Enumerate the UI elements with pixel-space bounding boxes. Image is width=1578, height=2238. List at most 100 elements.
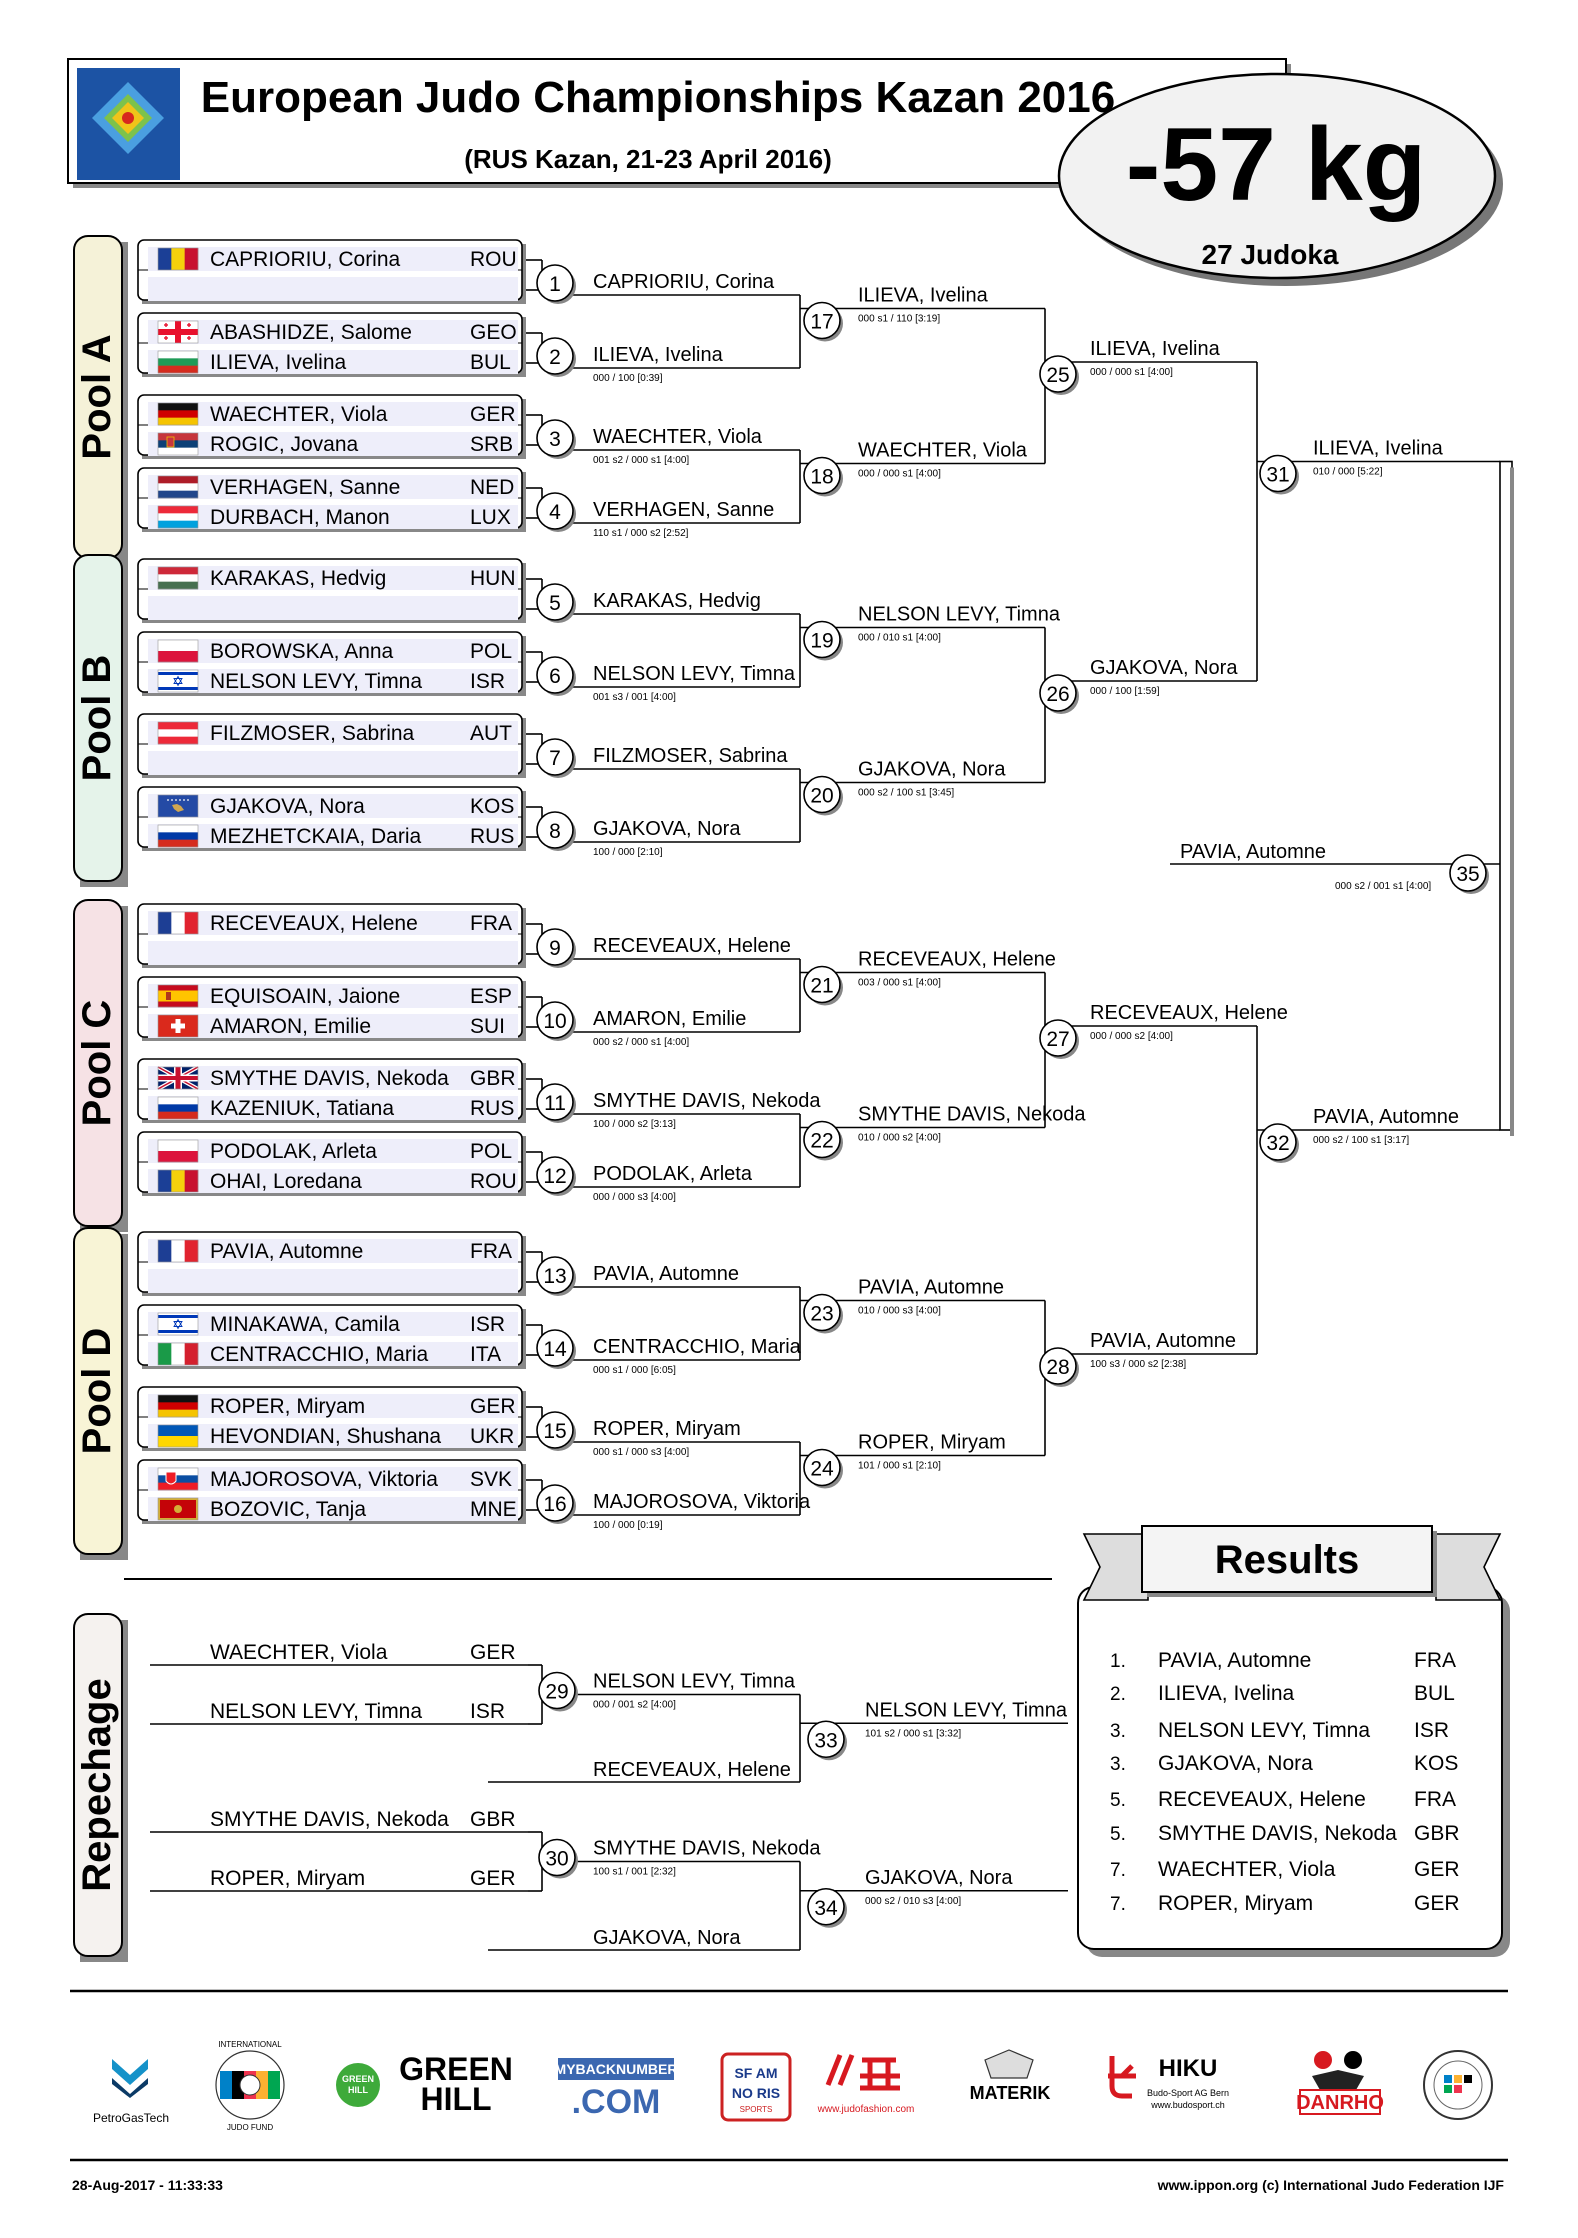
round2-winner: SMYTHE DAVIS, Nekoda: [858, 1104, 1086, 1126]
esp-flag-icon: [157, 984, 199, 1008]
result-country: BUL: [1414, 1682, 1455, 1705]
result-country: GER: [1414, 1892, 1460, 1915]
match-circle: [536, 656, 574, 694]
sponsor-green-hill-2: HILL: [420, 2081, 491, 2117]
match-circle: [1039, 355, 1077, 393]
round2-winner-score: 010 / 000 s2 [4:00]: [858, 1133, 941, 1144]
athlete-row: [148, 1239, 518, 1263]
match-circle: [807, 1887, 845, 1926]
athlete-country: NED: [470, 476, 514, 499]
isr-flag-icon: [157, 669, 199, 693]
footer-date: 28-Aug-2017 - 11:33:33: [72, 2177, 223, 2193]
sponsor-materik: MATERIK: [970, 2083, 1051, 2103]
aut-flag-icon: [157, 721, 199, 745]
result-rank: 5.: [1110, 1824, 1126, 1845]
hun-flag-icon: [157, 566, 199, 590]
isr-flag-icon: [157, 1312, 199, 1336]
athlete-name: ABASHIDZE, Salome: [210, 321, 412, 344]
result-country: FRA: [1414, 1788, 1456, 1811]
ukr-flag-icon: [157, 1424, 199, 1448]
athlete-name: SMYTHE DAVIS, Nekoda: [210, 1067, 449, 1090]
match-number: 15: [543, 1420, 566, 1443]
result-name: NELSON LEVY, Timna: [1158, 1719, 1370, 1742]
ijf-seal-square: [1444, 2075, 1452, 2083]
athlete-row: [148, 721, 518, 745]
sponsor-sfam-3: SPORTS: [740, 2105, 773, 2114]
athlete-name: DURBACH, Manon: [210, 506, 390, 529]
mne-flag-icon: [157, 1497, 199, 1521]
round2-winner: RECEVEAUX, Helene: [858, 949, 1056, 971]
eju-logo-dot: [122, 112, 134, 124]
round1-winner: KARAKAS, Hedvig: [593, 590, 761, 612]
ijf-seal-square: [1444, 2085, 1452, 2093]
round2-winner: NELSON LEVY, Timna: [858, 604, 1061, 626]
athlete-row: [148, 432, 518, 456]
ijf-seal-square: [1464, 2075, 1472, 2083]
athlete-country: KOS: [470, 795, 514, 818]
match-circle: [1039, 1019, 1077, 1057]
footer-copyright: www.ippon.org (c) International Judo Fed…: [1157, 2177, 1505, 2193]
round1-winner: ILIEVA, Ivelina: [593, 344, 724, 366]
round1-score: 000 s1 / 000 [6:05]: [593, 1365, 676, 1376]
pool-tab: [73, 554, 123, 882]
match-circle: [1259, 454, 1297, 493]
match-number: 32: [1266, 1132, 1289, 1155]
match-circle: [536, 337, 574, 375]
athlete-name: HEVONDIAN, Shushana: [210, 1425, 441, 1448]
athlete-name: CAPRIORIU, Corina: [210, 248, 401, 271]
match-number: 14: [543, 1338, 567, 1361]
athlete-country: MNE: [470, 1498, 517, 1521]
match-circle: [803, 1448, 841, 1487]
athlete-name: RECEVEAUX, Helene: [210, 912, 418, 935]
round1-winner: GJAKOVA, Nora: [593, 818, 741, 840]
match-number: 4: [549, 501, 561, 524]
rou-flag-icon: [157, 247, 199, 271]
match-number: 10: [543, 1010, 566, 1033]
result-name: ILIEVA, Ivelina: [1158, 1682, 1295, 1705]
athlete-name: BOZOVIC, Tanja: [210, 1498, 366, 1521]
round1-score: 000 s1 / 000 s3 [4:00]: [593, 1447, 689, 1458]
match-circle: [538, 1838, 576, 1877]
athlete-country: AUT: [470, 722, 512, 745]
round2-winner-score: 000 / 000 s1 [4:00]: [858, 469, 941, 480]
match-number: 24: [810, 1458, 834, 1481]
athlete-country: RUS: [470, 825, 514, 848]
round1-score: 110 s1 / 000 s2 [2:52]: [593, 528, 689, 539]
result-country: FRA: [1414, 1649, 1456, 1672]
danrho-logo-icon-2: [1344, 2051, 1362, 2069]
athlete-row: [148, 794, 518, 818]
round2-winner-score: 000 / 010 s1 [4:00]: [858, 633, 941, 644]
result-name: WAECHTER, Viola: [1158, 1858, 1336, 1881]
round3-winner-score: 000 / 000 s2 [4:00]: [1090, 1031, 1173, 1042]
round2-winner: PAVIA, Automne: [858, 1277, 1004, 1299]
sfam-logo-icon: [720, 2052, 792, 2122]
match-circle: [536, 1083, 574, 1121]
round2-winner: GJAKOVA, Nora: [858, 759, 1006, 781]
final-circle: [1449, 854, 1487, 892]
ijf-seal-square: [1454, 2085, 1462, 2093]
athlete-name: PODOLAK, Arleta: [210, 1140, 377, 1163]
fra-flag-icon: [157, 1239, 199, 1263]
round2-winner-score: 003 / 000 s1 [4:00]: [858, 978, 941, 989]
match-circle: [536, 492, 574, 530]
result-name: PAVIA, Automne: [1158, 1649, 1311, 1672]
geo-flag-icon: [157, 320, 199, 344]
round3-winner: RECEVEAUX, Helene: [1090, 1002, 1288, 1024]
result-rank: 5.: [1110, 1790, 1126, 1811]
match-number: 29: [545, 1681, 568, 1704]
round1-winner: RECEVEAUX, Helene: [593, 935, 791, 957]
match-number: 1: [549, 273, 561, 296]
ijf-fund-stripe: [256, 2071, 268, 2099]
round1-score: 000 / 000 s3 [4:00]: [593, 1192, 676, 1203]
repechage-athlete: ROPER, Miryam: [210, 1867, 365, 1890]
athlete-row: [148, 824, 518, 848]
round1-winner: CAPRIORIU, Corina: [593, 271, 775, 293]
semi-winner-score: 000 s2 / 100 s1 [3:17]: [1313, 1135, 1409, 1146]
athlete-country: POL: [470, 640, 512, 663]
athlete-name: OHAI, Loredana: [210, 1170, 362, 1193]
sponsor-hiku: HIKU: [1159, 2055, 1218, 2082]
ijf-fund-stripe: [220, 2071, 232, 2099]
pool-label: Pool D: [75, 1328, 119, 1455]
